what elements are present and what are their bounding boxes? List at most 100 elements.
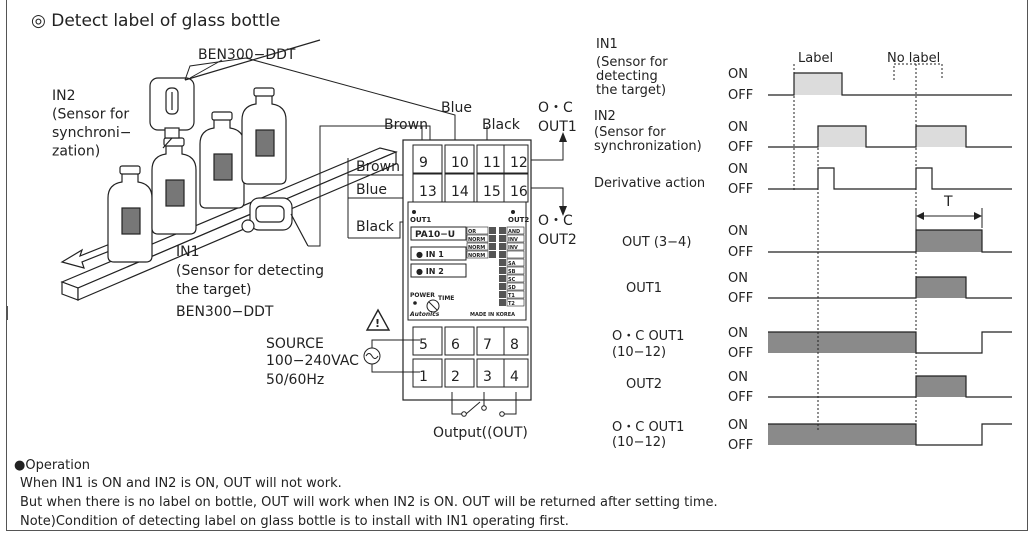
terminal-5 [412,326,443,356]
terminal-label: 13 [419,184,437,200]
bottle-icon [151,137,197,235]
operation-line-2: But when there is no label on bottle, OU… [20,495,718,510]
off-label: OFF [728,88,753,103]
terminal-16 [503,173,529,203]
on-label: ON [728,370,748,385]
t-arrow-right-icon [974,212,982,220]
on-label: ON [728,271,748,286]
switch-label-right: SB [508,269,516,275]
warning-icon [365,308,391,331]
on-label: ON [728,162,748,177]
terminal-label: 5 [419,337,428,353]
timing-row-name: O・C OUT1 [612,329,684,344]
switch-label-right: SD [508,285,516,291]
panel-brand: Autonics [409,311,440,318]
oc-out2-line2: OUT2 [538,232,577,248]
panel-out2: OUT2 [508,216,529,224]
oc-out1-line2: OUT1 [538,119,577,135]
signal-trace [768,167,1012,190]
sensor-model-bottom: BEN300−DDT [176,304,274,320]
out1-arrow-icon [559,132,567,142]
on-label: ON [728,67,748,82]
nolabel-text: No label [887,51,940,66]
terminal-4 [503,358,529,388]
output-label: Output((OUT) [433,425,528,441]
timing-row-name: Derivative action [594,176,705,191]
timing-row-name: OUT1 [626,281,662,296]
label-line: (Sensor for detecting [176,263,324,279]
terminal-label: 6 [451,337,460,353]
terminal-label: 11 [483,155,501,171]
terminal-label: 1 [419,369,428,385]
terminal-label: 16 [510,184,528,200]
panel-in2: ● IN 2 [416,267,444,276]
panel-model: PA10−U [415,230,455,240]
panel-in1: ● IN 1 [416,250,444,259]
warning-mark: ! [375,317,380,330]
terminal-7 [476,326,507,356]
timing-row-name: the target) [596,83,666,98]
wire-black-top: Black [482,117,521,133]
panel-time: TIME [438,295,454,302]
panel-power: POWER [410,292,435,299]
oc-out2-line1: O・C [538,213,573,229]
on-label: ON [728,326,748,341]
signal-trace [768,423,1012,446]
timing-row-name: synchronization) [594,139,702,154]
timing-row-name: O・C OUT1 [612,420,684,435]
terminal-6 [444,326,475,356]
diagram-frame [6,0,1028,531]
sensor-in1-icon [241,197,309,247]
signal-trace [768,125,1012,148]
out2-arrow-icon [559,206,567,216]
terminal-label: 15 [483,184,501,200]
timing-row-name: (Sensor for [594,125,666,140]
terminal-label: 10 [451,155,469,171]
signal-trace [768,375,1012,398]
timing-row-name: (10−12) [612,435,666,450]
label-text: Label [798,51,833,66]
terminal-label: 3 [483,369,492,385]
frame-tick [0,306,8,320]
diagram-title: ◎ Detect label of glass bottle [31,11,280,31]
timing-row-name: (Sensor for [596,55,668,70]
in1-label: IN1(Sensor for detecting the target) [176,244,324,298]
on-label: ON [728,120,748,135]
switch-label-right: INV [508,237,518,243]
terminal-label: 12 [510,155,528,171]
switch-label-right: T1 [508,293,515,299]
timing-row-name: (10−12) [612,345,666,360]
bottle-icon [199,111,245,209]
bottles-group [107,87,287,263]
oc-out1-line1: O・C [538,100,573,116]
signal-trace [768,276,1012,299]
label-line: the target) [176,282,251,298]
timing-row-name: OUT2 [626,377,662,392]
wire-blue-left: Blue [356,182,387,198]
bottle-icon [107,165,153,263]
off-label: OFF [728,182,753,197]
terminal-9 [412,144,443,174]
switch-label-right: INV [508,245,518,251]
label-line: synchroni− [52,125,132,141]
operation-line-1: When IN1 is ON and IN2 is ON, OUT will n… [20,476,342,491]
timing-row-name: IN2 [594,109,616,124]
signal-trace [768,72,1012,96]
switch-label-right: T2 [508,301,515,307]
t-arrow-left-icon [916,212,924,220]
terminal-label: 2 [451,369,460,385]
on-label: ON [728,418,748,433]
panel-made: MADE IN KOREA [470,312,515,318]
source-line1: SOURCE [266,336,324,352]
panel-out1: OUT1 [410,216,431,224]
switch-label-right: SC [508,277,516,283]
wire-brown-left: Brown [356,159,400,175]
wire-black-left: Black [356,219,395,235]
wiring [347,115,564,239]
terminal-label: 4 [510,369,519,385]
label-line: zation) [52,144,100,160]
switch-label-left: OR [468,229,476,235]
